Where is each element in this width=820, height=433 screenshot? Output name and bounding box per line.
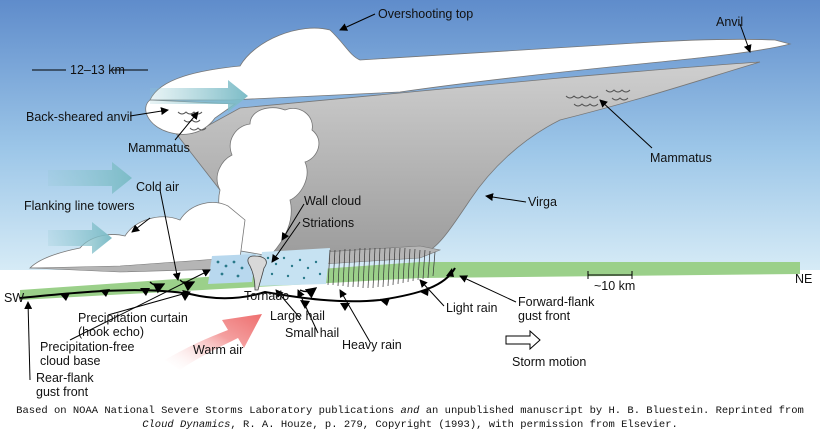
label-forward-flank-2: gust front [518,309,571,323]
hail-region [208,248,330,286]
label-scale-distance: ~10 km [594,279,635,293]
label-tornado: Tornado [244,289,289,303]
rain-streaks [327,247,436,289]
tornado-funnel [247,255,267,291]
label-cold-air: Cold air [136,180,179,194]
hail-dots [216,256,322,280]
caption-line-1-and: and [400,405,420,417]
label-warm-air: Warm air [193,343,243,357]
label-mammatus-left: Mammatus [128,141,190,155]
caption-line-2: Cloud Dynamics, R. A. Houze, p. 279, Cop… [0,418,820,432]
mammatus-right [565,89,631,107]
label-back-sheared-anvil: Back-sheared anvil [26,110,132,124]
label-precip-curtain-2: (hook echo) [78,325,144,339]
warm-air-arrow [165,314,262,370]
gust-front-line [19,267,456,303]
label-precip-free-2: cloud base [40,354,101,368]
label-storm-motion: Storm motion [512,355,586,369]
label-striations: Striations [302,216,354,230]
label-precip-curtain-1: Precipitation curtain [78,311,188,325]
label-flanking-line-towers: Flanking line towers [24,199,134,213]
label-scale-height: 12–13 km [70,63,125,77]
label-sw: SW [4,291,24,305]
caption-line-1: Based on NOAA National Severe Storms Lab… [0,404,820,418]
storm-motion-arrow [505,329,541,351]
label-large-hail: Large hail [270,309,325,323]
label-small-hail: Small hail [285,326,339,340]
caption-book-title: Cloud Dynamics [142,419,231,431]
label-light-rain: Light rain [446,301,497,315]
label-forward-flank-1: Forward-flank [518,295,595,309]
caption-line-2-rest: , R. A. Houze, p. 279, Copyright (1993),… [230,419,678,431]
label-overshooting-top: Overshooting top [378,7,473,21]
label-heavy-rain: Heavy rain [342,338,402,352]
caption-line-1-c: an unpublished manuscript by H. B. Blues… [419,405,804,417]
label-rear-flank-2: gust front [36,385,89,399]
leader-lines [24,13,752,381]
label-rear-flank-1: Rear-flank [36,371,94,385]
label-precip-free-1: Precipitation-free [40,340,135,354]
scale-distance-bar [587,271,633,279]
label-wall-cloud: Wall cloud [304,194,361,208]
anvil-cloud [149,27,792,101]
ground-surface [20,262,800,300]
caption-line-1-a: Based on NOAA National Severe Storms Lab… [16,405,401,417]
label-virga: Virga [528,195,557,209]
label-ne: NE [795,272,812,286]
label-anvil: Anvil [716,15,743,29]
inflow-arrows [48,80,248,254]
label-mammatus-right: Mammatus [650,151,712,165]
